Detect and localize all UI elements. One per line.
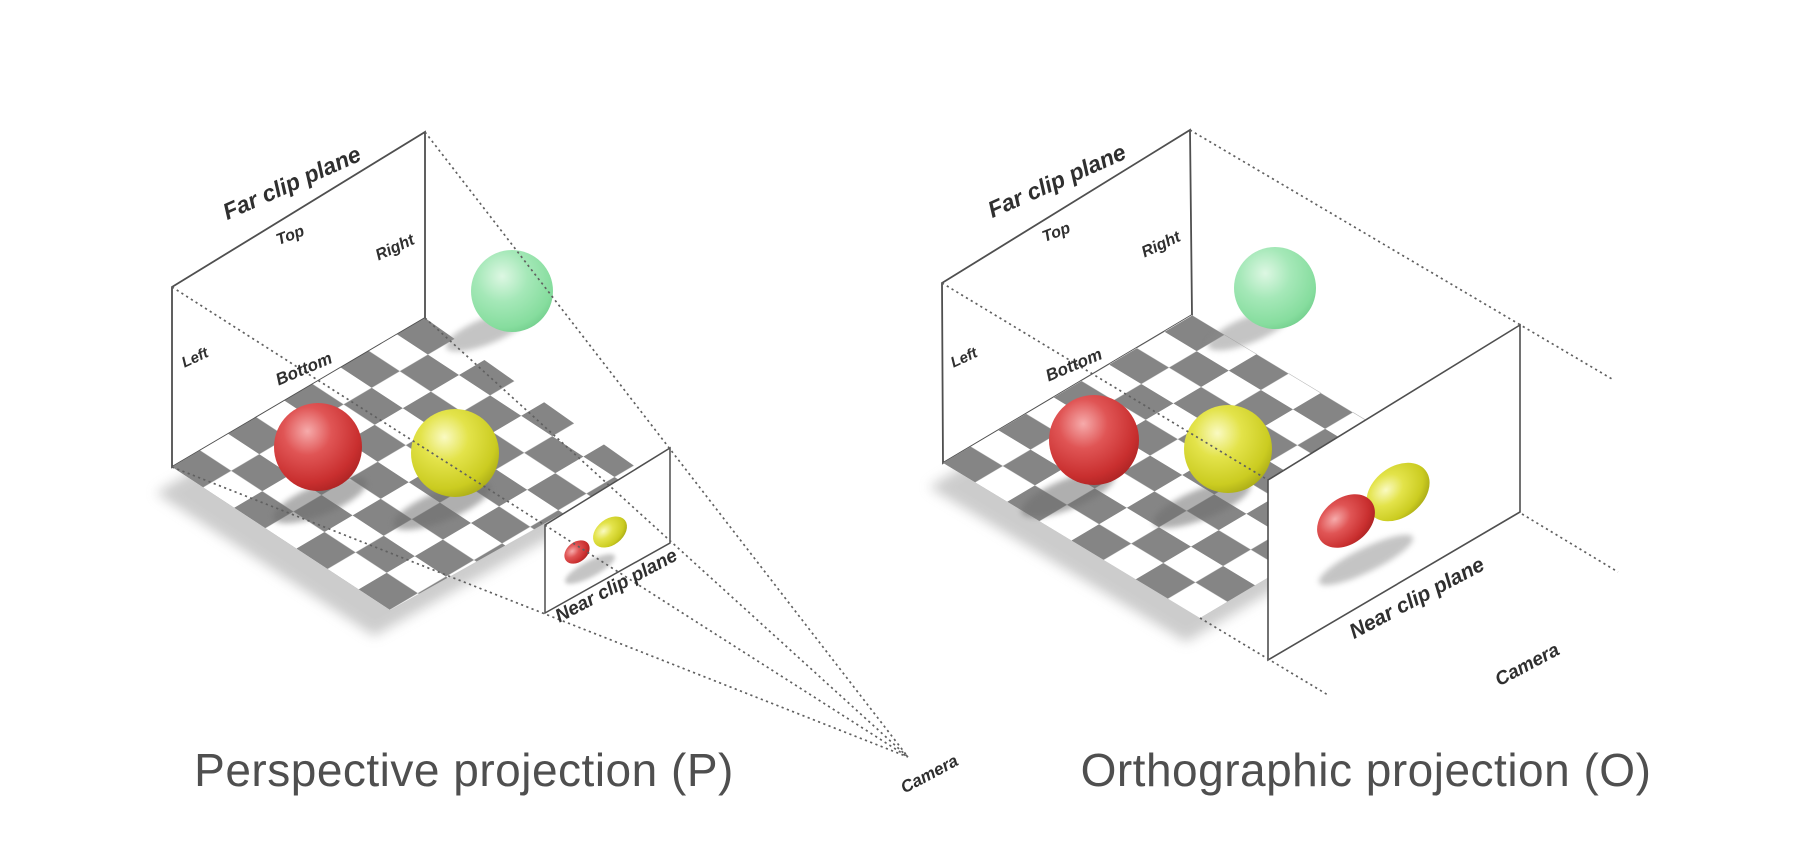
green-sphere (1234, 247, 1316, 329)
projected-spheres-shadow (1318, 534, 1414, 586)
projected-red-sphere (564, 540, 590, 564)
green-sphere (471, 250, 553, 332)
red-sphere-shadow (273, 476, 367, 524)
projection-ray (941, 282, 1269, 481)
yellow-sphere (1184, 405, 1272, 493)
projected-yellow-sphere (1366, 462, 1430, 522)
projection-ray (1521, 513, 1619, 573)
projection-rays (941, 129, 1619, 696)
checkerboard-floor (172, 318, 640, 610)
orthographic-diagram: Far clip plane Top Right Left Bottom Nea… (929, 128, 1652, 796)
perspective-diagram: Far clip plane Top Right Left Bottom Nea… (156, 130, 961, 797)
projection-ray (1199, 617, 1329, 696)
projected-yellow-sphere (593, 516, 627, 548)
perspective-caption: Perspective projection (P) (194, 744, 734, 796)
red-sphere (274, 403, 362, 491)
red-sphere (1049, 395, 1139, 485)
camera-label: Camera (897, 751, 961, 797)
projection-rays (171, 131, 909, 758)
orthographic-caption: Orthographic projection (O) (1081, 744, 1652, 796)
projection-ray (424, 317, 909, 758)
projected-red-sphere (1317, 494, 1375, 548)
yellow-sphere (411, 409, 499, 497)
camera-label: Camera (1492, 639, 1564, 690)
